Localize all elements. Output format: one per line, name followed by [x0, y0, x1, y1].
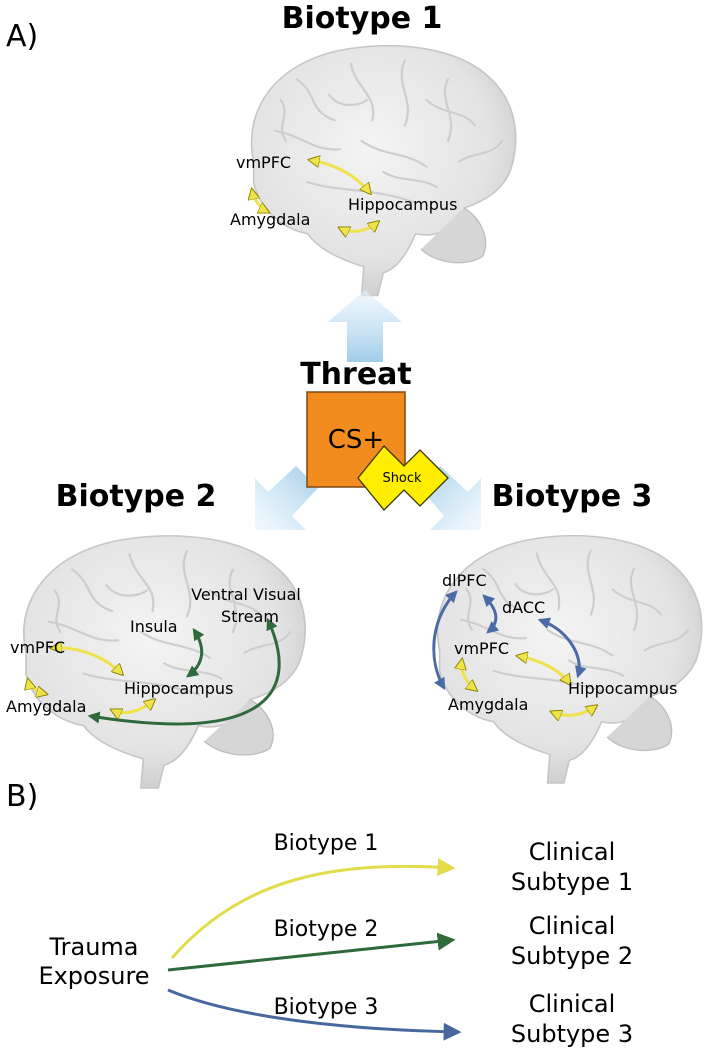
clinical-subtype3-line2: Subtype 3: [511, 1020, 633, 1048]
biotype3-links: [432, 590, 596, 715]
b2-amygdala-label: Amygdala: [6, 697, 86, 716]
threat-label: Threat: [300, 357, 412, 392]
clinical-subtype2-line2: Subtype 2: [511, 942, 633, 970]
biotype1-title: Biotype 1: [282, 1, 443, 36]
b3-amygdala-label: Amygdala: [448, 695, 528, 714]
b1-amygdala-label: Amygdala: [230, 210, 310, 229]
b2-stream-label: Stream: [221, 607, 279, 626]
path-biotype1-label: Biotype 1: [274, 831, 379, 856]
path-biotype2-arrow: [167, 932, 456, 972]
trauma-label-line1: Trauma: [48, 933, 138, 961]
b2-vmpfc-label: vmPFC: [10, 638, 65, 657]
shock-box: [357, 445, 449, 511]
biotype1-brain: [250, 44, 517, 297]
b3-vmpfc-label: vmPFC: [454, 639, 509, 658]
b1-hippocampus-label: Hippocampus: [348, 195, 457, 214]
clinical-subtype1-line2: Subtype 1: [511, 868, 633, 896]
b2-insula-label: Insula: [130, 617, 178, 636]
cs-plus-label: CS+: [328, 425, 384, 455]
panel-a-label: A): [6, 19, 38, 54]
b3-dlpfc-label: dlPFC: [442, 571, 487, 590]
shock-label: Shock: [382, 471, 422, 486]
arrow-up: [328, 290, 402, 362]
trauma-label-line2: Exposure: [38, 962, 149, 990]
biotype2-title: Biotype 2: [56, 479, 217, 514]
arrow-down-left: [255, 466, 318, 530]
path-biotype1-arrow: [170, 858, 456, 959]
b3-hippocampus-label: Hippocampus: [568, 679, 677, 698]
path-biotype3-arrow: [167, 988, 462, 1041]
biotype2-brain: [22, 534, 307, 790]
panel-b-label: B): [6, 779, 38, 814]
b2-ventral-visual-label: Ventral Visual: [191, 585, 301, 604]
biotype3-title: Biotype 3: [492, 479, 653, 514]
b2-hippocampus-label: Hippocampus: [124, 679, 233, 698]
biotype1-links: [252, 160, 378, 231]
path-biotype2-label: Biotype 2: [274, 917, 379, 942]
b1-vmpfc-label: vmPFC: [236, 153, 291, 172]
clinical-subtype1-line1: Clinical: [529, 838, 616, 866]
path-biotype3-label: Biotype 3: [274, 995, 379, 1020]
clinical-subtype3-line1: Clinical: [529, 990, 616, 1018]
clinical-subtype2-line1: Clinical: [529, 912, 616, 940]
biotype2-links: [28, 617, 281, 726]
b3-dacc-label: dACC: [502, 598, 545, 617]
